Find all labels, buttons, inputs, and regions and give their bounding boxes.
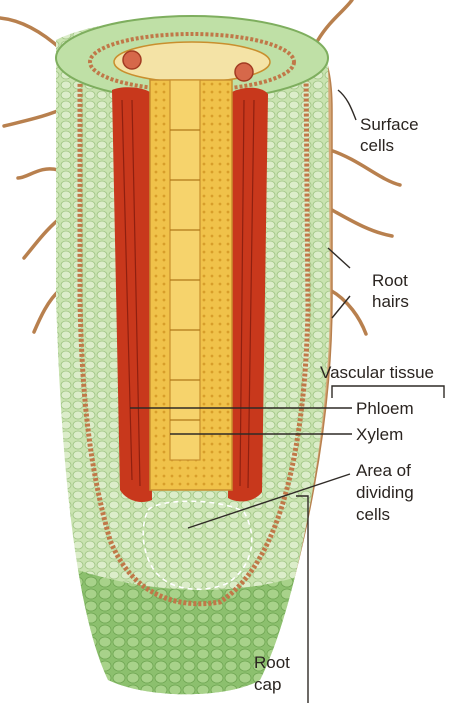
label-dividing-2: dividing [356,483,414,502]
label-root-hairs-2: hairs [372,292,409,311]
label-root-cap-1: Root [254,653,290,672]
label-root-cap-2: cap [254,675,281,694]
label-xylem: Xylem [356,425,403,444]
label-dividing-1: Area of [356,461,411,480]
label-surface-cells-2: cells [360,136,394,155]
label-surface-cells-1: Surface [360,115,419,134]
label-dividing-3: cells [356,505,390,524]
vascular-cylinder [112,80,268,502]
label-phloem: Phloem [356,399,414,418]
label-root-hairs-1: Root [372,271,408,290]
label-vascular-tissue: Vascular tissue [320,363,434,382]
phloem-strand [228,88,268,502]
